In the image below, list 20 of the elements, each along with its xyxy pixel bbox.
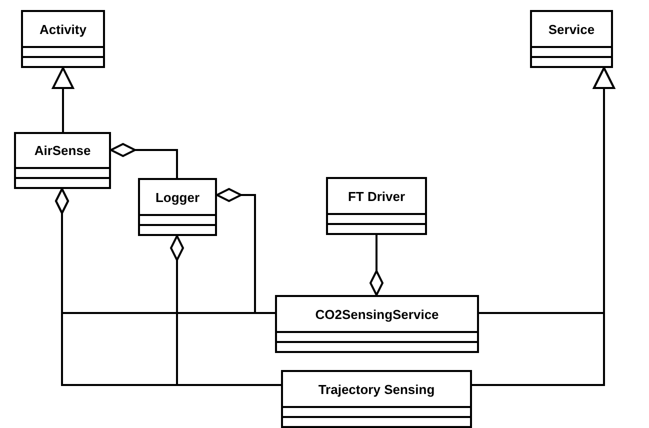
- generalization-arrow: [52, 67, 74, 132]
- aggregation-connector: [170, 235, 281, 386]
- class-name: Service: [547, 20, 596, 38]
- class-box: [275, 295, 479, 353]
- class-box: [138, 178, 217, 236]
- class-name: Trajectory Sensing: [317, 380, 436, 399]
- class-box: [21, 10, 105, 68]
- class-box: [281, 370, 472, 428]
- class-name: AirSense: [33, 142, 92, 160]
- class-name: FT Driver: [346, 188, 406, 206]
- class-box: [326, 177, 427, 235]
- aggregation-connector: [216, 188, 275, 314]
- class-box: [14, 132, 111, 189]
- aggregation-connector: [110, 143, 178, 178]
- class-name: Logger: [154, 188, 201, 207]
- class-box: [530, 10, 613, 68]
- aggregation-connector: [370, 235, 384, 296]
- class-name: CO2SensingService: [314, 306, 440, 324]
- class-name: Activity: [38, 20, 88, 39]
- generalization-arrow: [472, 67, 615, 386]
